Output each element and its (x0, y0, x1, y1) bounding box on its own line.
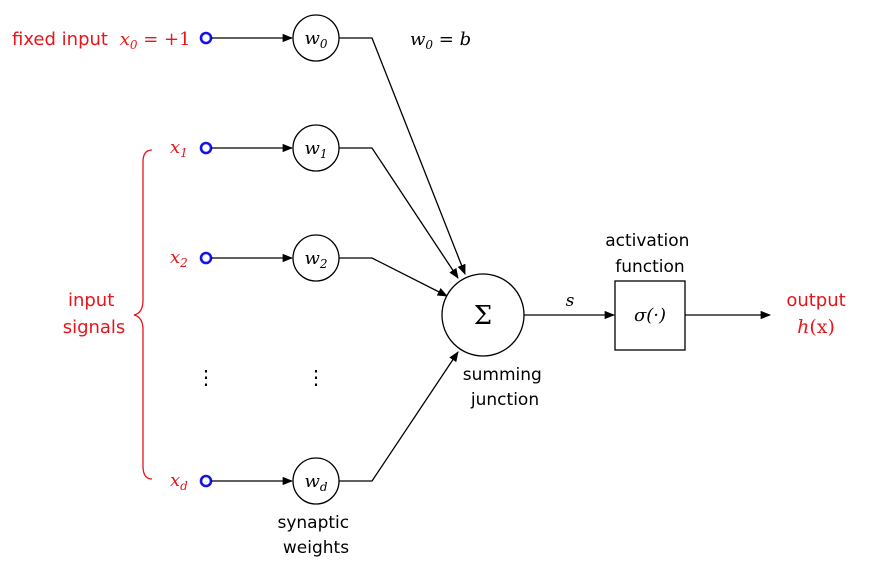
fixed-input-label: fixed input x0 = +1 (12, 29, 191, 52)
input-signals-label: input signals (63, 290, 126, 338)
sigma-function-symbol: σ(·) (634, 305, 666, 326)
input-label-2: x2 (170, 247, 188, 270)
weight-ellipsis: ⋮ (306, 365, 326, 389)
input-ellipsis: ⋮ (196, 365, 216, 389)
bias-note: w0 = b (410, 29, 471, 52)
connector-0 (339, 37, 466, 275)
weight-label-0: w0 (304, 28, 327, 51)
weight-label-1: w1 (304, 138, 327, 161)
s-label: s (566, 291, 575, 311)
sigma-symbol: Σ (474, 301, 492, 331)
input-port-0 (199, 31, 213, 45)
weight-label-d: wd (304, 471, 327, 494)
activation-function-label: activation function (605, 231, 695, 277)
synaptic-weights-label: synaptic weights (277, 513, 354, 558)
input-port-2 (199, 251, 213, 265)
input-signals-brace (133, 149, 153, 480)
output-label: output (786, 290, 845, 311)
connector-d (339, 351, 459, 482)
output-function: h(x) (797, 316, 835, 338)
connector-1 (339, 147, 459, 279)
input-label-1: x1 (170, 137, 188, 160)
connector-2 (339, 257, 448, 297)
input-label-d: xd (170, 470, 188, 493)
summing-junction-label: summing junction (463, 365, 547, 410)
input-port-d (199, 474, 213, 488)
weight-label-2: w2 (304, 248, 327, 271)
input-port-1 (199, 141, 213, 155)
